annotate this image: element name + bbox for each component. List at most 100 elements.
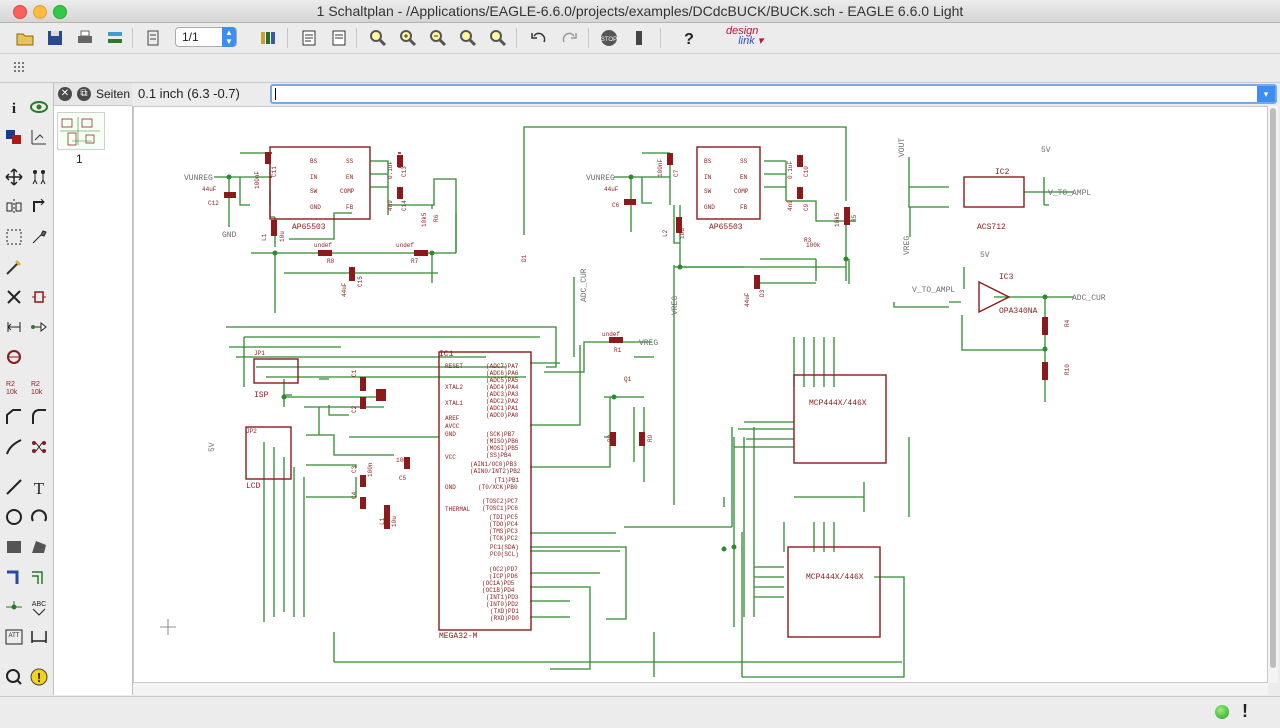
- rotate-icon[interactable]: [27, 195, 51, 219]
- command-line-input[interactable]: ▾: [270, 84, 1277, 104]
- wire-icon[interactable]: [2, 475, 26, 499]
- dimension-icon[interactable]: [27, 625, 51, 649]
- svg-text:undef: undef: [396, 242, 414, 249]
- rect-icon[interactable]: [2, 535, 26, 559]
- svg-text:(TOSC1)PC6: (TOSC1)PC6: [482, 505, 518, 512]
- redo-icon[interactable]: [558, 27, 580, 49]
- attribute-icon[interactable]: ATT: [2, 625, 26, 649]
- svg-text:C9: C9: [803, 203, 810, 211]
- replace-icon[interactable]: [2, 315, 26, 339]
- group-icon[interactable]: [2, 225, 26, 249]
- design-link-logo[interactable]: design link ▾: [726, 25, 764, 47]
- svg-text:R2: R2: [6, 381, 15, 388]
- mark-icon[interactable]: [27, 125, 51, 149]
- polygon-icon[interactable]: [27, 535, 51, 559]
- display-layers-icon[interactable]: [2, 125, 26, 149]
- net-label-vunreg-1: VUNREG: [184, 174, 213, 183]
- schematic-canvas[interactable]: VUNREG VUNREG VOUT V_TO_AMPL V_TO_AMPL A…: [133, 106, 1268, 683]
- minimize-window-button[interactable]: [33, 5, 47, 19]
- zoom-out-icon[interactable]: [427, 27, 449, 49]
- split-icon[interactable]: [2, 405, 26, 429]
- vertical-scrollbar[interactable]: [1268, 106, 1278, 683]
- svg-text:(INT0)PD2: (INT0)PD2: [486, 601, 519, 608]
- save-icon[interactable]: [44, 27, 66, 49]
- zoom-in-icon[interactable]: [397, 27, 419, 49]
- script-icon[interactable]: [298, 27, 320, 49]
- svg-text:10u: 10u: [679, 228, 686, 239]
- name-icon[interactable]: [2, 345, 26, 369]
- ic2-part: ACS712: [977, 223, 1006, 232]
- paste-icon[interactable]: [2, 255, 26, 279]
- junction-icon[interactable]: [2, 595, 26, 619]
- svg-text:(T0/XCK)PB0: (T0/XCK)PB0: [478, 484, 518, 491]
- svg-text:!: !: [37, 670, 41, 685]
- optimize-icon[interactable]: [2, 435, 26, 459]
- label-icon[interactable]: ABC: [27, 595, 51, 619]
- library-icon[interactable]: [257, 27, 279, 49]
- gate-swap-icon[interactable]: [27, 315, 51, 339]
- open-icon[interactable]: [14, 27, 36, 49]
- move-icon[interactable]: [2, 165, 26, 189]
- svg-text:JP1: JP1: [254, 350, 265, 357]
- detach-panel-icon[interactable]: ⧉: [77, 87, 91, 101]
- svg-text:R10: R10: [1064, 364, 1071, 375]
- mirror-icon[interactable]: [2, 195, 26, 219]
- svg-text:C15: C15: [357, 276, 364, 287]
- miter-icon[interactable]: [27, 405, 51, 429]
- maximize-window-button[interactable]: [53, 5, 67, 19]
- copy-icon[interactable]: [27, 165, 51, 189]
- pinswap-icon[interactable]: [27, 435, 51, 459]
- zoom-fit-icon[interactable]: [367, 27, 389, 49]
- svg-text:R5: R5: [851, 214, 858, 222]
- redraw-icon[interactable]: [457, 27, 479, 49]
- close-window-button[interactable]: [13, 5, 27, 19]
- go-icon[interactable]: [628, 27, 650, 49]
- add-icon[interactable]: [27, 285, 51, 309]
- alert-icon[interactable]: !: [1242, 701, 1248, 721]
- svg-text:44uF: 44uF: [202, 186, 217, 193]
- svg-text:PC1(SDA): PC1(SDA): [490, 544, 519, 551]
- command-history-dropdown[interactable]: ▾: [1257, 86, 1275, 102]
- svg-text:JP2: JP2: [246, 428, 257, 435]
- svg-text:COMP: COMP: [734, 188, 749, 195]
- print-icon[interactable]: [74, 27, 96, 49]
- svg-text:(TDI)PC5: (TDI)PC5: [489, 514, 518, 521]
- page-thumbnail[interactable]: [57, 112, 105, 150]
- svg-text:EN: EN: [346, 174, 354, 181]
- change-icon[interactable]: [27, 225, 51, 249]
- undo-icon[interactable]: [528, 27, 550, 49]
- grid-icon[interactable]: [10, 58, 32, 80]
- text-icon[interactable]: T: [27, 475, 51, 499]
- zoom-select-icon[interactable]: [487, 27, 509, 49]
- net-icon[interactable]: [27, 565, 51, 589]
- svg-text:(ADC4)PA4: (ADC4)PA4: [486, 384, 519, 391]
- arc-icon[interactable]: [27, 505, 51, 529]
- close-panel-icon[interactable]: ✕: [58, 87, 72, 101]
- component-values: 100nF 44uF 0.1uF 4n9 10k5 10u undef unde…: [202, 159, 841, 527]
- help-icon[interactable]: ?: [678, 27, 700, 49]
- erc-icon[interactable]: [2, 665, 26, 689]
- show-icon[interactable]: [27, 95, 51, 119]
- svg-text:C14: C14: [401, 200, 408, 211]
- cam-processor-icon[interactable]: [104, 27, 126, 49]
- svg-text:C7: C7: [673, 169, 680, 177]
- errors-icon[interactable]: !: [27, 665, 51, 689]
- horizontal-scrollbar[interactable]: [133, 683, 1268, 695]
- board-schematic-switch-icon[interactable]: [142, 27, 164, 49]
- net-label-vout: VOUT: [898, 138, 907, 157]
- ulp-icon[interactable]: [328, 27, 350, 49]
- page-number: 1: [76, 152, 83, 166]
- svg-text:SW: SW: [704, 188, 712, 195]
- svg-text:(TXD)PD1: (TXD)PD1: [490, 608, 519, 615]
- circle-icon[interactable]: [2, 505, 26, 529]
- vertical-scroll-thumb[interactable]: [1270, 108, 1276, 668]
- stop-icon[interactable]: STOP: [598, 27, 620, 49]
- delete-icon[interactable]: [2, 285, 26, 309]
- bus-icon[interactable]: [2, 565, 26, 589]
- sheet-select[interactable]: 1/1▲▼: [175, 27, 237, 47]
- info-icon[interactable]: i: [2, 95, 26, 119]
